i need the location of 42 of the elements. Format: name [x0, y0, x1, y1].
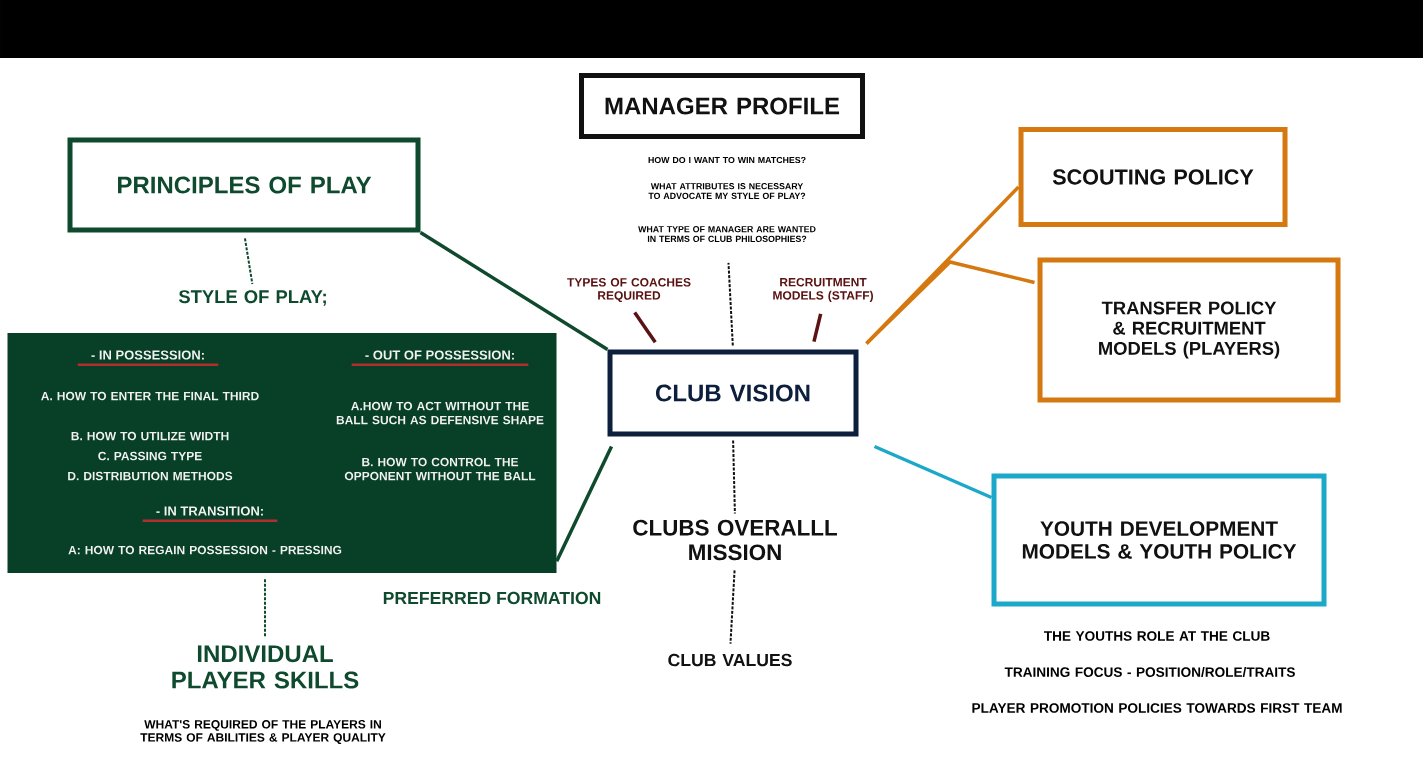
connector-line: [729, 569, 736, 645]
note-text: THE YOUTHS ROLE AT THE CLUB: [1043, 631, 1270, 641]
note-text: WHAT TYPE OF MANAGER ARE WANTED IN TERMS OF CLUB PHILOSOPHIES?: [638, 226, 816, 242]
connector-line: [873, 444, 993, 500]
title-box: TRANSFER POLICY & RECRUITMENT MODELS (PLAYERS): [1037, 257, 1341, 403]
title-box: CLUB VISION: [607, 349, 859, 437]
connector-line: [555, 445, 614, 562]
connector-line: [264, 578, 266, 639]
connector-line: [732, 439, 736, 515]
heading-text: PREFERRED FORMATION: [383, 591, 601, 605]
title-box: SCOUTING POLICY: [1018, 127, 1288, 227]
connector-line: [865, 185, 1020, 345]
heading-text: STYLE OF PLAY;: [178, 290, 326, 306]
title-box: YOUTH DEVELOPMENT MODELS & YOUTH POLICY: [991, 473, 1327, 607]
connector-line: [727, 261, 734, 347]
heading-text: RECRUITMENT MODELS (STAFF): [773, 278, 873, 303]
note-text: WHAT ATTRIBUTES IS NECESSARY TO ADVOCATE MY STYLE OF PLAY?: [648, 183, 806, 199]
panel-text: A: HOW TO REGAIN POSSESSION - PRESSING: [68, 545, 342, 555]
note-text: WHAT'S REQUIRED OF THE PLAYERS IN TERMS OF ABILITIES & PLAYER QUALITY: [140, 720, 386, 744]
heading-text: TYPES OF COACHES REQUIRED: [567, 278, 691, 302]
section-heading: - IN POSSESSION:: [77, 350, 219, 367]
connector-line: [865, 260, 1035, 345]
title-box: PRINCIPLES OF PLAY: [67, 137, 421, 233]
section-heading: - OUT OF POSSESSION:: [351, 350, 529, 367]
connector-line: [812, 313, 823, 343]
note-text: TRAINING FOCUS - POSITION/ROLE/TRAITS: [1004, 666, 1295, 678]
panel-text: B. HOW TO UTILIZE WIDTH: [71, 431, 229, 441]
heading-text: INDIVIDUAL PLAYER SKILLS: [172, 645, 359, 689]
panel-text: B. HOW TO CONTROL THE OPPONENT WITHOUT THE BALL: [344, 457, 536, 481]
connector-line: [419, 231, 609, 351]
heading-text: CLUB VALUES: [668, 653, 792, 667]
note-text: PLAYER PROMOTION POLICIES TOWARDS FIRST TEAM: [972, 703, 1342, 713]
note-text: HOW DO I WANT TO WIN MATCHES?: [648, 156, 806, 164]
title-box: MANAGER PROFILE: [579, 73, 865, 139]
connector-line: [633, 311, 657, 344]
panel-text: C. PASSING TYPE: [98, 451, 202, 461]
panel-text: A.HOW TO ACT WITHOUT THE BALL SUCH AS DEFENSIVE SHAPE: [336, 401, 544, 425]
heading-text: CLUBS OVERALLL MISSION: [633, 519, 837, 561]
panel-text: D. DISTRIBUTION METHODS: [68, 471, 233, 481]
panel-text: A. HOW TO ENTER THE FINAL THIRD: [41, 391, 259, 401]
connector-line: [243, 237, 254, 285]
section-heading: - IN TRANSITION:: [142, 506, 278, 523]
